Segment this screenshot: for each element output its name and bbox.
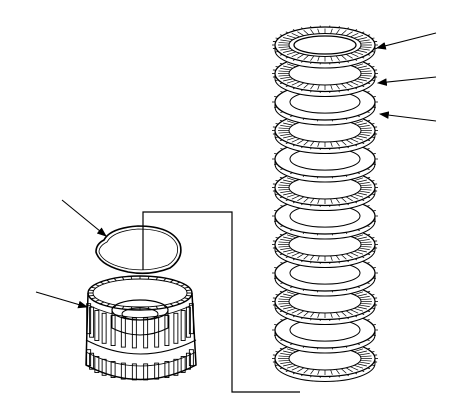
clutch-plate-friction [272, 225, 378, 268]
drum-slot [164, 361, 170, 378]
drum-tooth [155, 276, 159, 281]
drum-slot [143, 317, 149, 349]
callout-leader-pressure-plate [375, 32, 437, 50]
drum-slot [89, 306, 95, 338]
callout-leader-drum [35, 291, 89, 309]
drum-tooth [175, 281, 181, 285]
drum-tooth [88, 289, 94, 292]
drum-slot [154, 316, 160, 348]
drum-slot [120, 316, 126, 348]
drum-slot [180, 356, 186, 373]
drum-slot [173, 312, 179, 344]
drum-slot [188, 349, 194, 367]
callout-leaders [35, 32, 437, 309]
drum-tooth [99, 281, 105, 285]
drum-slot [110, 315, 116, 346]
clutch-plate-steel [272, 310, 378, 354]
drum-slot [120, 362, 126, 380]
connector-line [142, 211, 300, 393]
drum-tooth [147, 306, 150, 310]
drum-slot [101, 312, 107, 344]
drum-tooth [184, 297, 189, 300]
drum-tooth [155, 305, 159, 310]
drum-tooth [163, 304, 167, 309]
drum-tooth [113, 304, 117, 309]
drum-tooth [180, 284, 186, 287]
drum-tooth [121, 276, 125, 281]
drum-tooth [91, 297, 96, 300]
drum-slot [89, 352, 95, 370]
drum-slot [94, 310, 100, 341]
callout-leader-friction-plate [376, 76, 437, 86]
drum-slot [86, 303, 92, 335]
drum-tooth [91, 286, 96, 289]
drum-tooth [130, 306, 133, 310]
drum-tooth [106, 303, 111, 307]
drum-tooth [94, 284, 100, 287]
snap-ring [95, 225, 182, 275]
drum-slot [188, 303, 194, 335]
clutch-plate-stack [272, 25, 378, 382]
drum-tooth [175, 301, 181, 305]
drum-tooth [130, 276, 133, 280]
drum-slot [173, 358, 179, 376]
drum-slot [185, 352, 191, 370]
drum-tooth [163, 277, 167, 282]
drum-slot [94, 356, 100, 373]
callout-leader-steel-plate [378, 111, 437, 122]
drum-tooth [88, 294, 94, 297]
callout-leader-snap-ring [61, 199, 107, 237]
drum-tooth [147, 276, 150, 280]
drum-slot [131, 317, 137, 349]
drum-slot [143, 363, 149, 381]
drum-slot [101, 358, 107, 376]
drum-tooth [180, 299, 186, 302]
clutch-plate-pressure-plate [272, 25, 378, 69]
drum-tooth [113, 277, 117, 282]
clutch-drum-assembly [85, 275, 197, 381]
drum-slot [110, 361, 116, 378]
drum-tooth [186, 289, 192, 292]
drum-slot [154, 362, 160, 380]
drum-slot [180, 310, 186, 341]
drum-tooth [99, 301, 105, 305]
drum-tooth [184, 286, 189, 289]
drum-tooth [106, 279, 111, 283]
drum-slot [164, 315, 170, 346]
drum-slot [185, 306, 191, 338]
drum-slot [131, 363, 137, 381]
drum-slot [86, 349, 92, 367]
drum-tooth [186, 294, 192, 297]
drum-tooth [121, 305, 125, 310]
drum-tooth [169, 279, 174, 283]
drum-tooth [169, 303, 174, 307]
clutch-plate-friction [272, 111, 378, 154]
drum-tooth [94, 299, 100, 302]
